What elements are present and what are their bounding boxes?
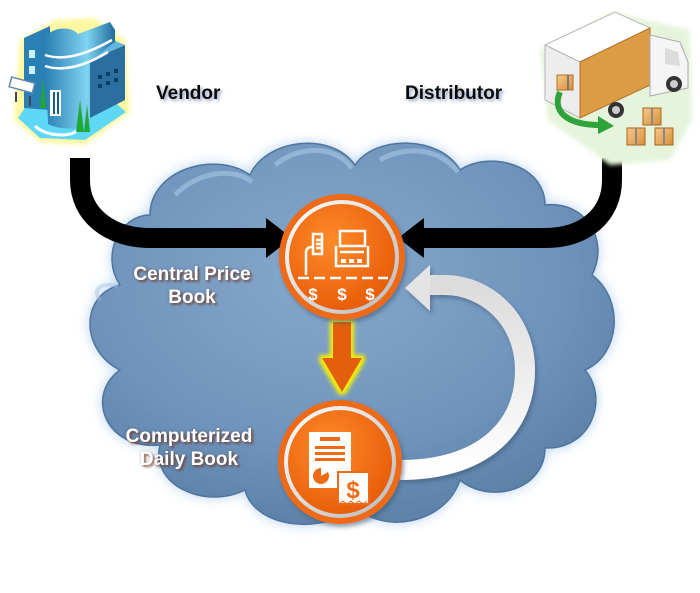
vendor-to-price-book-arrow (70, 158, 292, 258)
distributor-label: Distributor (405, 83, 503, 104)
central-price-book-label: Central Price Book (112, 264, 272, 310)
cloud-highlight (273, 147, 355, 170)
dollar-sign-3: $ (365, 285, 375, 304)
receipt-dollar-sign: $ (346, 477, 360, 504)
dollar-sign-1: $ (308, 285, 318, 304)
central-price-book-label-line2: Book (168, 286, 216, 308)
daily-book-to-price-book-arrow (399, 265, 536, 480)
daily-book-label-line2: Daily Book (139, 448, 239, 470)
report-receipt-icon (309, 432, 370, 505)
daily-book-label: Computerized Daily Book (104, 426, 274, 472)
dollar-sign-2: $ (337, 285, 347, 304)
daily-book-label-line1: Computerized (125, 426, 253, 447)
cloud-highlight (94, 283, 119, 302)
cloud-highlight (173, 170, 254, 197)
office-building-icon[interactable] (8, 18, 130, 145)
central-price-book-label-line1: Central Price (133, 264, 251, 285)
daily-book-node[interactable]: $ (278, 400, 402, 524)
stacked-boxes (626, 107, 674, 146)
distributor-to-price-book-arrow (398, 158, 622, 258)
vendor-label: Vendor (156, 83, 221, 104)
cash-register-price-icon (298, 229, 388, 280)
central-price-book-node[interactable]: $ $ $ (279, 194, 405, 320)
price-book-to-daily-book-arrow (322, 322, 362, 392)
cloud-highlight (378, 148, 460, 174)
delivery-truck-icon[interactable] (540, 11, 692, 165)
